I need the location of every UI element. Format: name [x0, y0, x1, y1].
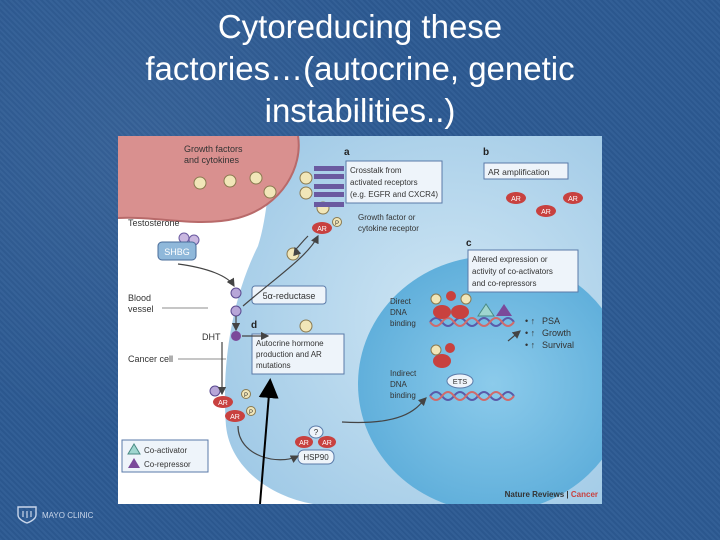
coactivator-icon: [127, 443, 141, 455]
title-line-2: factories…(autocrine, genetic: [145, 50, 575, 87]
mayo-clinic-logo: MAYO CLINIC: [16, 506, 93, 524]
svg-text:AR: AR: [230, 414, 240, 421]
svg-text:P: P: [244, 393, 248, 399]
testosterone-label: Testosterone: [128, 218, 180, 228]
direct-label-3: binding: [390, 319, 416, 328]
five-alpha-reductase-box: [251, 285, 327, 305]
blood-vessel: [118, 136, 299, 223]
indirect-label-2: DNA: [390, 380, 408, 389]
blood-vessel-label-2: vessel: [128, 304, 154, 314]
panel-letter-c: c: [466, 238, 472, 249]
direct-binding-complex: [430, 291, 512, 319]
autocrine-box: [251, 333, 345, 375]
blood-vessel-label-1: Blood: [128, 293, 151, 303]
panel-letter-a: a: [344, 147, 350, 158]
ar-amplification-box: [483, 162, 569, 180]
svg-text:• ↑: • ↑: [525, 340, 535, 350]
five-alpha-reductase-label: 5α-reductase: [263, 291, 316, 301]
direct-label-1: Direct: [390, 297, 412, 306]
title-line-3: instabilities..): [264, 92, 456, 129]
crosstalk-label-3: (e.g. EGFR and CXCR4): [350, 190, 438, 199]
svg-text:AR: AR: [541, 209, 551, 216]
diagram-svg: SHBG 5α-reductase Crosstalk from activat…: [118, 136, 602, 504]
slide-title: Cytoreducing these factories…(autocrine,…: [0, 6, 720, 132]
indirect-binding-complex: ETS: [430, 343, 474, 389]
membrane-receptors: [314, 166, 344, 207]
svg-text:AR: AR: [511, 196, 521, 203]
shbg-box: [157, 241, 197, 261]
dna-helix-indirect: [429, 391, 515, 401]
svg-text:AR: AR: [317, 226, 327, 233]
pointer-arrow: [258, 378, 279, 504]
pathway-arrows: [177, 234, 521, 463]
panel-letter-d: d: [251, 320, 257, 331]
svg-text:P: P: [249, 410, 253, 416]
cytoplasmic-ar: AR AR P P: [209, 385, 256, 422]
svg-text:AR: AR: [568, 196, 578, 203]
hsp90-label: HSP90: [303, 453, 329, 462]
svg-text:• ↑: • ↑: [525, 328, 535, 338]
shbg-label: SHBG: [164, 247, 190, 257]
gf-receptor-label-1: Growth factor or: [358, 213, 416, 222]
indirect-label-3: binding: [390, 391, 416, 400]
altered-expression-box: [467, 249, 579, 293]
dht-label: DHT: [202, 332, 221, 342]
svg-text:P: P: [335, 221, 339, 227]
androgen-receptor-diagram: SHBG 5α-reductase Crosstalk from activat…: [118, 136, 602, 504]
growth-factors-label-2: and cytokines: [184, 155, 240, 165]
dna-helix-direct: [429, 317, 515, 327]
shield-icon: [17, 506, 37, 524]
autocrine-label-1: Autocrine hormone: [256, 339, 324, 348]
hsp90-complex: ? AR AR HSP90: [295, 425, 336, 465]
outcomes-list: • ↑ PSA • ↑ Growth • ↑ Survival: [525, 316, 574, 350]
crosstalk-label-1: Crosstalk from: [350, 166, 402, 175]
svg-text:AR: AR: [218, 400, 228, 407]
ar-amplification-label: AR amplification: [488, 167, 550, 177]
direct-label-2: DNA: [390, 308, 408, 317]
cancer-cell-label: Cancer cell: [128, 354, 173, 364]
legend-coactivator: Co-activator: [144, 446, 187, 455]
indirect-label-1: Indirect: [390, 369, 417, 378]
corepressor-icon: [128, 458, 140, 468]
outcome-growth: Growth: [542, 328, 571, 338]
panel-letter-b: b: [483, 147, 489, 158]
legend-corepressor: Co-repressor: [144, 460, 191, 469]
growth-factors-label-1: Growth factors: [184, 144, 243, 154]
autocrine-label-2: production and AR: [256, 350, 322, 359]
autocrine-label-3: mutations: [256, 361, 291, 370]
gf-receptor-label-2: cytokine receptor: [358, 224, 419, 233]
outcome-survival: Survival: [542, 340, 574, 350]
growth-factor-molecules: [193, 171, 330, 333]
svg-text:?: ?: [314, 428, 319, 437]
altered-label-1: Altered expression or: [472, 255, 548, 264]
crosstalk-box: [345, 160, 443, 204]
altered-label-3: and co-repressors: [472, 279, 536, 288]
svg-text:AR: AR: [322, 440, 332, 447]
ar-receptor-oval: [312, 222, 332, 234]
altered-label-2: activity of co-activators: [472, 267, 553, 276]
logo-text: MAYO CLINIC: [42, 510, 94, 520]
ar-amplification-ovals: AR AR AR: [506, 192, 583, 217]
crosstalk-label-2: activated receptors: [350, 178, 418, 187]
outcome-psa: PSA: [542, 316, 560, 326]
nucleus: [358, 256, 602, 504]
svg-text:AR: AR: [299, 440, 309, 447]
ets-label: ETS: [453, 377, 468, 386]
title-line-1: Cytoreducing these: [217, 8, 503, 45]
credit: Nature Reviews | Cancer: [505, 490, 598, 499]
svg-text:• ↑: • ↑: [525, 316, 535, 326]
